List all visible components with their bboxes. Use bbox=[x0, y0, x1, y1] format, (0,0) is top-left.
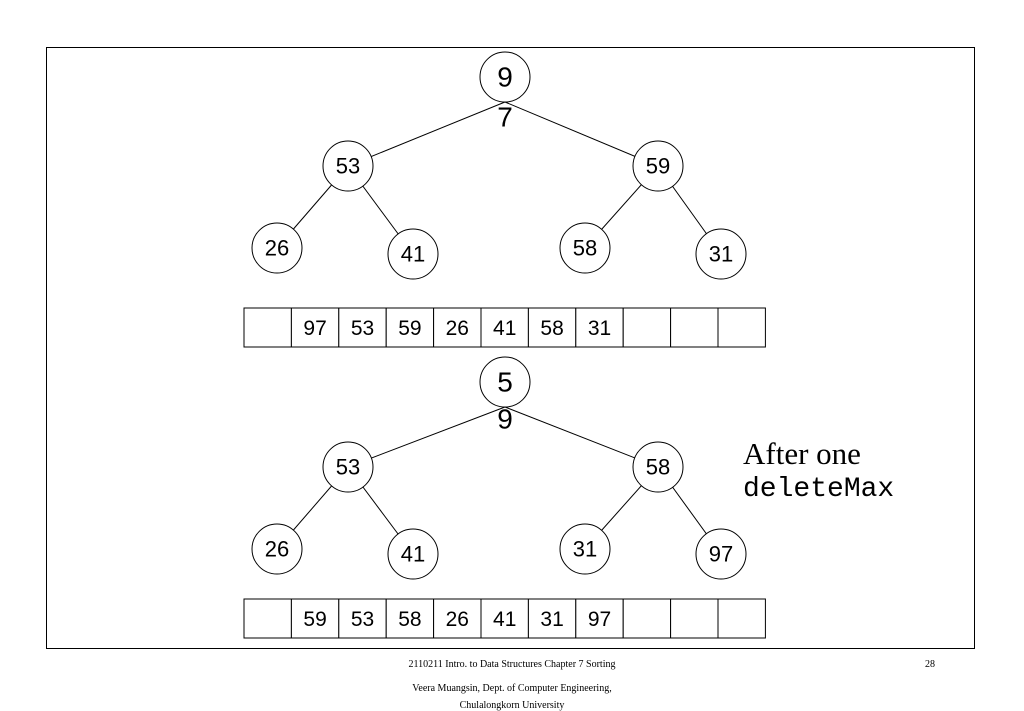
diagram1-node-l2-label-2: 58 bbox=[573, 236, 597, 261]
diagram1-array-cell-3 bbox=[385, 307, 435, 348]
diagram1-edge-root-0 bbox=[347, 101, 506, 167]
diagram2-node-l1-label-0: 53 bbox=[336, 455, 360, 480]
diagram1-array-value-2: 53 bbox=[351, 317, 374, 340]
diagram2-node-l2-1 bbox=[387, 528, 439, 580]
caption-line1: After one bbox=[743, 436, 861, 471]
footer-author-line: Veera Muangsin, Dept. of Computer Engine… bbox=[412, 683, 612, 694]
diagram2-node-l1-0 bbox=[322, 441, 374, 493]
diagram2-node-l2-label-3: 97 bbox=[709, 542, 733, 567]
diagram2-edge-root-0 bbox=[347, 406, 506, 468]
diagram1-node-l2-label-1: 41 bbox=[401, 242, 425, 267]
diagram2-array-value-2: 53 bbox=[351, 608, 374, 631]
diagram1-array-value-7: 31 bbox=[588, 317, 611, 340]
diagram1-array-cell-5 bbox=[480, 307, 529, 348]
diagram2-node-l1-label-1: 58 bbox=[646, 455, 670, 480]
diagram1-root-label-2: 7 bbox=[497, 102, 513, 133]
diagram2-node-l2-2 bbox=[559, 523, 611, 575]
diagram1-array-value-3: 59 bbox=[398, 317, 421, 340]
diagram1-node-l2-1 bbox=[387, 228, 439, 280]
diagram1-root-node bbox=[479, 51, 531, 103]
diagram1-array-cell-0 bbox=[243, 307, 292, 348]
diagram2-node-l2-label-1: 41 bbox=[401, 542, 425, 567]
diagram2-node-l2-3 bbox=[695, 528, 747, 580]
diagram2-array-value-7: 97 bbox=[588, 608, 611, 631]
diagram1-array-cell-8 bbox=[622, 307, 672, 348]
page-number: 28 bbox=[925, 659, 935, 670]
diagram2-root-node bbox=[479, 356, 531, 408]
diagram2-array-cell-3 bbox=[385, 598, 435, 639]
diagram1-array-cell-9 bbox=[670, 307, 719, 348]
diagram1-node-l1-1 bbox=[632, 140, 684, 192]
footer-university-line: Chulalongkorn University bbox=[459, 700, 565, 711]
caption: After one deleteMax bbox=[743, 436, 894, 508]
diagram2-array-cell-0 bbox=[243, 598, 292, 639]
diagram2-array-value-5: 41 bbox=[493, 608, 516, 631]
caption-line2: deleteMax bbox=[743, 474, 895, 505]
diagram1-node-l2-3 bbox=[695, 228, 747, 280]
diagram2-array-cell-10 bbox=[717, 598, 766, 639]
diagram2-array-value-1: 59 bbox=[303, 608, 326, 631]
diagram2-node-l2-0 bbox=[251, 523, 303, 575]
diagram1-array-value-4: 26 bbox=[446, 317, 469, 340]
diagram2-array-value-3: 58 bbox=[398, 608, 421, 631]
diagram2-array-value-4: 26 bbox=[446, 608, 469, 631]
diagram2-root-label-2: 9 bbox=[497, 404, 513, 435]
diagram2-node-l1-1 bbox=[632, 441, 684, 493]
diagram1-node-l1-0 bbox=[322, 140, 374, 192]
diagram1-array-cell-6 bbox=[527, 307, 577, 348]
slide-frame bbox=[46, 47, 975, 649]
diagram1-array-value-1: 97 bbox=[303, 317, 326, 340]
diagram2-array-cell-8 bbox=[622, 598, 672, 639]
diagram2-array-value-6: 31 bbox=[540, 608, 563, 631]
diagram2-node-l2-label-2: 31 bbox=[573, 537, 597, 562]
diagram1-node-l2-2 bbox=[559, 222, 611, 274]
diagram2-array-cell-9 bbox=[670, 598, 719, 639]
diagram1-node-l2-0 bbox=[251, 222, 303, 274]
diagram2-array-cell-4 bbox=[433, 598, 482, 639]
diagram2-array-cell-7 bbox=[575, 598, 624, 639]
diagram1-node-l2-label-0: 26 bbox=[265, 236, 289, 261]
diagram2-node-l2-label-0: 26 bbox=[265, 537, 289, 562]
diagram1-array-cell-10 bbox=[717, 307, 766, 348]
diagram2-array-cell-5 bbox=[480, 598, 529, 639]
diagram1-array-cell-7 bbox=[575, 307, 624, 348]
diagram1-array-value-5: 41 bbox=[493, 317, 516, 340]
diagram2-array-cell-1 bbox=[290, 598, 340, 639]
diagram1-node-l1-label-1: 59 bbox=[646, 154, 670, 179]
diagram1-array-cell-2 bbox=[338, 307, 387, 348]
diagram1-array-cell-1 bbox=[290, 307, 340, 348]
diagram2-edge-root-1 bbox=[504, 406, 659, 468]
diagram1-node-l1-label-0: 53 bbox=[336, 154, 360, 179]
diagram1-node-l2-label-3: 31 bbox=[709, 242, 733, 267]
footer-course-line: 2110211 Intro. to Data Structures Chapte… bbox=[408, 659, 616, 670]
diagram1-edge-root-1 bbox=[504, 101, 659, 167]
diagram1-array-value-6: 58 bbox=[540, 317, 563, 340]
diagram1-root-label-1: 9 bbox=[497, 62, 513, 93]
diagram2-root-label-1: 5 bbox=[497, 367, 513, 398]
